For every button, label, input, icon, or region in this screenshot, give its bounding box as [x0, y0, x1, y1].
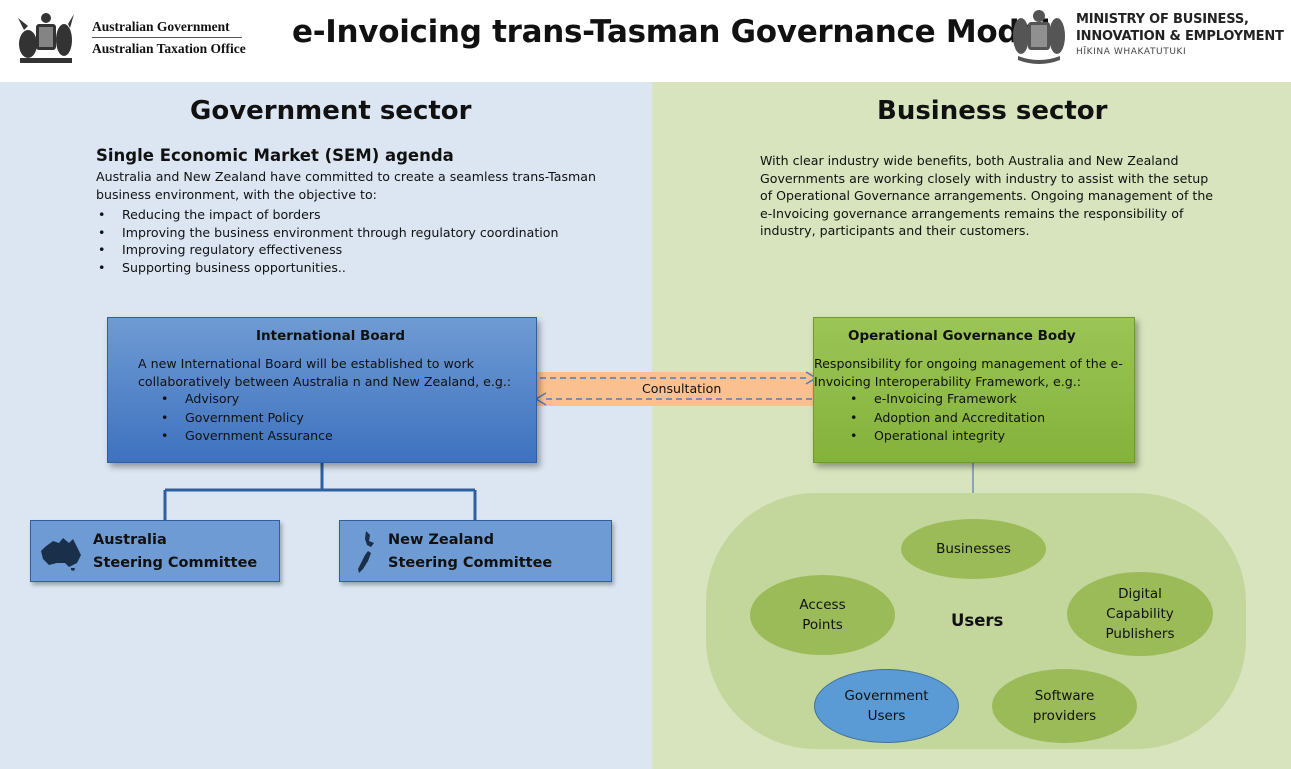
australian-government-logo: Australian Government Australian Taxatio…	[14, 6, 254, 72]
software-providers-ellipse: Software providers	[992, 669, 1137, 743]
australia-map-icon	[41, 538, 81, 571]
nz-steering-line1: New Zealand	[388, 532, 495, 548]
access-points-line2: Points	[802, 617, 843, 633]
sem-bullet-list: Reducing the impact of borders Improving…	[96, 206, 616, 276]
mbie-maori-text: HĪKINA WHAKATUTUKI	[1076, 47, 1187, 57]
nz-steering-label: New Zealand Steering Committee	[388, 529, 552, 575]
au-steering-line2: Steering Committee	[93, 555, 258, 571]
mbie-text-line2: INNOVATION & EMPLOYMENT	[1076, 29, 1284, 44]
ato-text: Australian Taxation Office	[92, 41, 246, 56]
users-label: Users	[951, 611, 1004, 630]
mbie-text-line1: MINISTRY OF BUSINESS,	[1076, 12, 1249, 27]
sem-intro-text: Australia and New Zealand have committed…	[96, 169, 596, 202]
list-item: Operational integrity	[850, 427, 1045, 446]
business-sector-title: Business sector	[877, 96, 1108, 126]
international-board-box: International Board A new International …	[107, 317, 537, 463]
list-item: Government Policy	[161, 409, 333, 428]
government-users-line1: Government	[844, 688, 929, 704]
ogb-list: e-Invoicing Framework Adoption and Accre…	[850, 390, 1045, 446]
list-item: Reducing the impact of borders	[96, 206, 616, 224]
au-steering-line1: Australia	[93, 532, 167, 548]
list-item: Supporting business opportunities..	[96, 259, 616, 277]
list-item: Advisory	[161, 390, 333, 409]
digital-line2: Capability	[1106, 606, 1174, 622]
australia-steering-committee-box: Australia Steering Committee	[30, 520, 280, 582]
new-zealand-steering-committee-box: New Zealand Steering Committee	[339, 520, 612, 582]
header: Australian Government Australian Taxatio…	[0, 0, 1291, 82]
government-users-line2: Users	[867, 708, 906, 724]
au-steering-label: Australia Steering Committee	[93, 529, 257, 575]
arrow-left-head-icon	[534, 392, 547, 406]
sem-heading: Single Economic Market (SEM) agenda	[96, 146, 454, 165]
logo-divider	[92, 37, 242, 38]
page-title: e-Invoicing trans-Tasman Governance Mode…	[292, 14, 1051, 50]
government-sector-title: Government sector	[190, 96, 472, 126]
mbie-logo: MINISTRY OF BUSINESS, INNOVATION & EMPLO…	[1010, 8, 1290, 72]
ogb-title: Operational Governance Body	[848, 328, 1076, 344]
consultation-label: Consultation	[642, 381, 722, 396]
ogb-text: Responsibility for ongoing management of…	[814, 356, 1123, 389]
software-line1: Software	[1034, 688, 1095, 704]
new-zealand-map-icon	[358, 531, 374, 573]
access-points-ellipse: Access Points	[750, 575, 895, 655]
businesses-ellipse: Businesses	[901, 519, 1046, 579]
digital-capability-publishers-ellipse: Digital Capability Publishers	[1067, 572, 1213, 656]
businesses-label: Businesses	[936, 541, 1011, 557]
digital-line3: Publishers	[1105, 626, 1175, 642]
au-government-text: Australian Government	[92, 19, 230, 34]
australian-coat-of-arms-icon	[18, 13, 74, 63]
access-points-line1: Access	[799, 597, 846, 613]
digital-line1: Digital	[1118, 586, 1162, 602]
operational-governance-body-box: Operational Governance Body Responsibili…	[813, 317, 1135, 463]
list-item: Improving the business environment throu…	[96, 224, 616, 242]
list-item: Adoption and Accreditation	[850, 409, 1045, 428]
business-description: With clear industry wide benefits, both …	[760, 153, 1214, 238]
government-users-ellipse: Government Users	[814, 669, 959, 743]
software-line2: providers	[1032, 708, 1097, 724]
nz-coat-of-arms-icon	[1013, 10, 1065, 64]
list-item: Improving regulatory effectiveness	[96, 241, 616, 259]
international-board-text: A new International Board will be establ…	[138, 356, 512, 389]
list-item: e-Invoicing Framework	[850, 390, 1045, 409]
list-item: Government Assurance	[161, 427, 333, 446]
nz-steering-line2: Steering Committee	[388, 555, 553, 571]
international-board-title: International Board	[256, 328, 406, 344]
international-board-list: Advisory Government Policy Government As…	[161, 390, 333, 446]
